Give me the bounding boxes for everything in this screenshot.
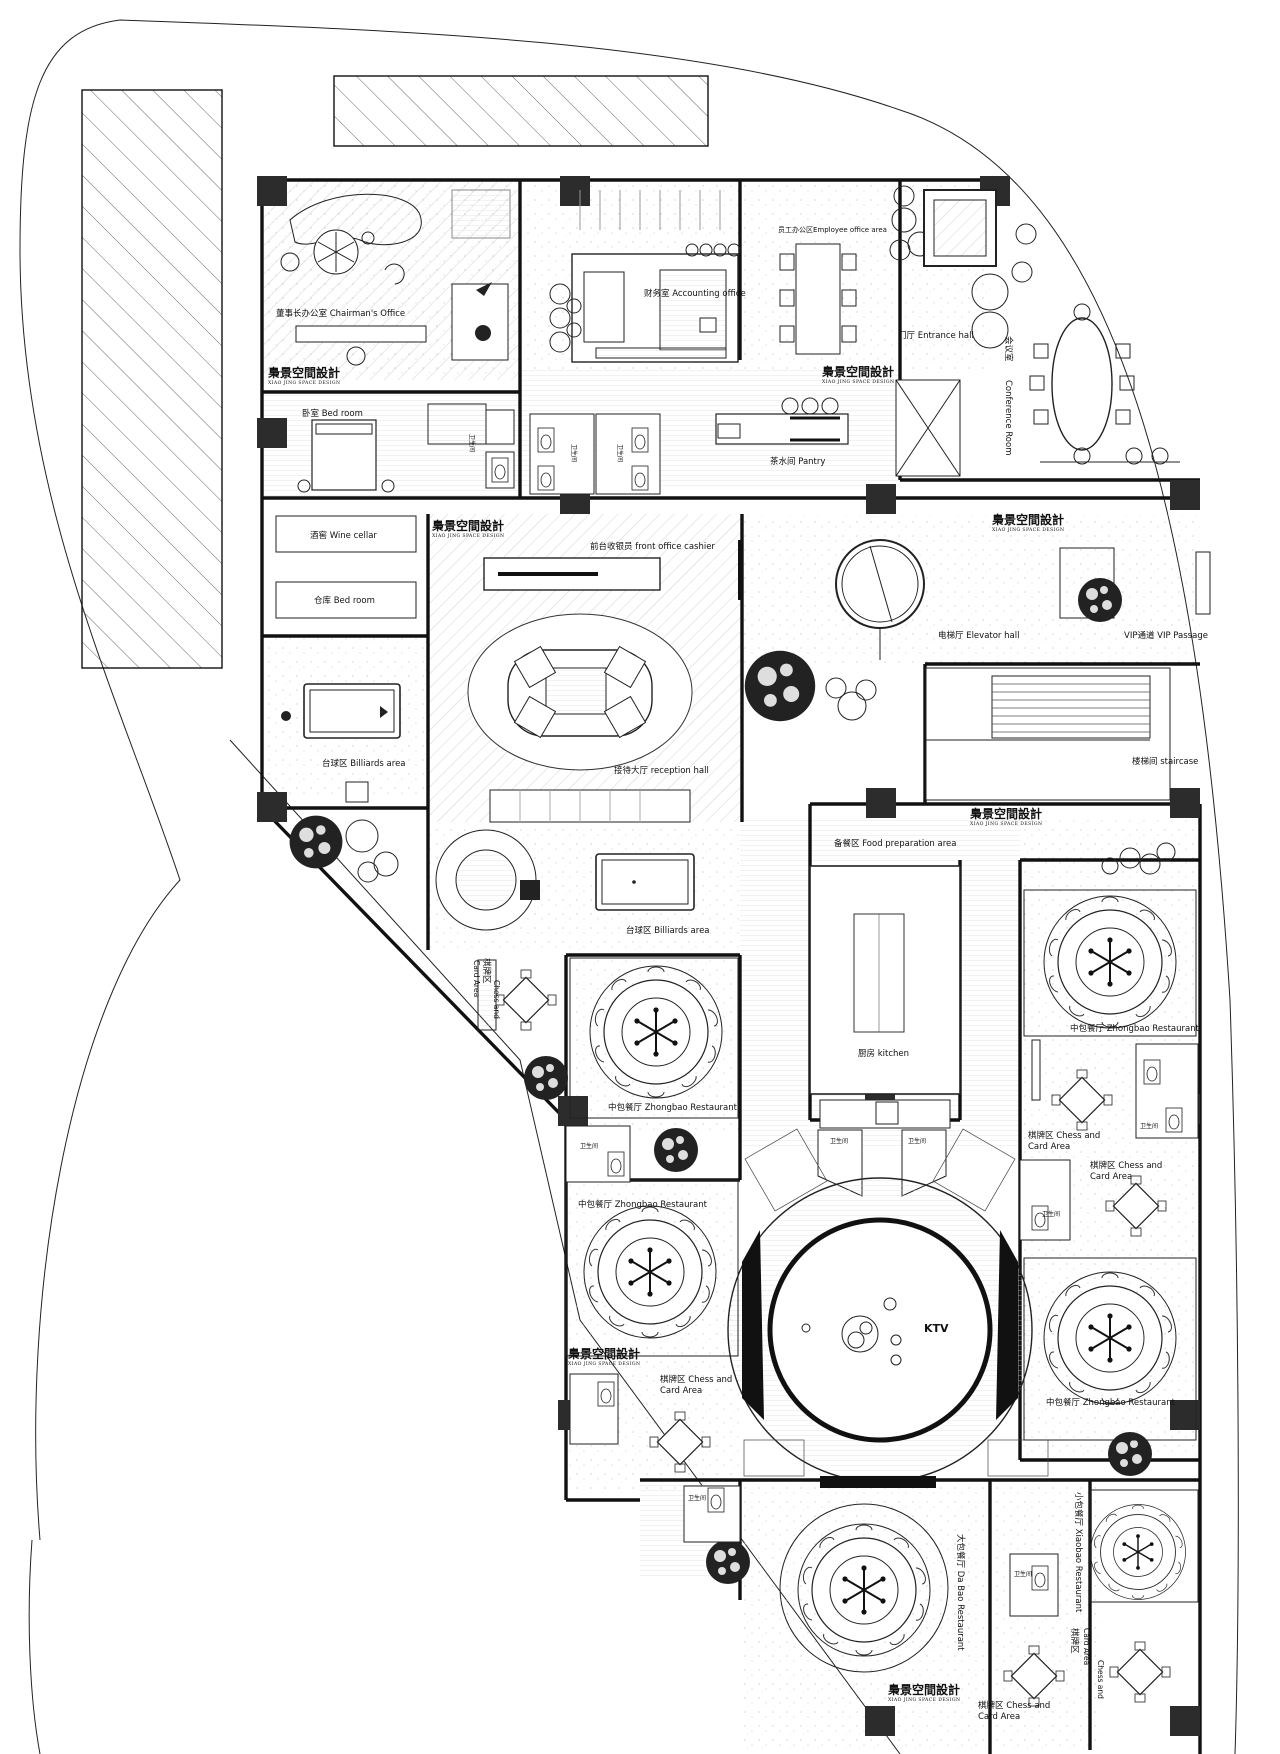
label-toilet-2: 卫生间 — [570, 444, 578, 462]
label-toilet-9: 卫生间 — [688, 1494, 706, 1502]
label-pantry: 茶水间 Pantry — [770, 456, 825, 467]
label-chess-3: 棋牌区 Chess and — [1090, 1160, 1162, 1171]
label-toilet-8: 卫生间 — [1042, 1210, 1060, 1218]
zhongbao-restaurant-2 — [565, 1179, 739, 1357]
label-reception-hall: 接待大厅 reception hall — [614, 765, 709, 776]
zhongbao-restaurant-4 — [1023, 1257, 1197, 1441]
label-chess-1-cn: 棋牌区 — [481, 958, 492, 984]
chess-card-tables — [477, 959, 1171, 1707]
ktv-room — [727, 1128, 1049, 1488]
brand-stamp-1: 梟景空間設計 XIAO JING SPACE DESIGN — [267, 365, 340, 386]
label-chess-4: 棋牌区 Chess and — [660, 1374, 732, 1385]
svg-text:XIAO JING SPACE DESIGN: XIAO JING SPACE DESIGN — [268, 380, 340, 386]
landscape-trees — [289, 650, 1176, 1584]
svg-text:XIAO JING SPACE DESIGN: XIAO JING SPACE DESIGN — [888, 1697, 960, 1703]
brand-stamp-6: 梟景空間設計 XIAO JING SPACE DESIGN — [567, 1346, 640, 1367]
label-chess-3-area: Card Area — [1090, 1172, 1132, 1182]
svg-text:XIAO JING SPACE DESIGN: XIAO JING SPACE DESIGN — [822, 379, 894, 385]
label-toilet-5: 卫生间 — [580, 1142, 598, 1150]
label-dabao: 大包餐厅 Da Bao Restaurant — [955, 1534, 966, 1651]
xiaobao-restaurant — [1089, 1489, 1199, 1603]
label-storage: 仓库 Bed room — [314, 595, 375, 606]
label-billiards-1: 台球区 Billiards area — [322, 758, 406, 769]
cellar-storage-furniture — [275, 515, 417, 619]
label-chess-2-area: Card Area — [1028, 1142, 1070, 1152]
label-conference-cn: 会议室 — [1003, 336, 1014, 362]
label-chess-1-en2: Card Area — [472, 960, 481, 997]
label-accounting-office: 财务室 Accounting office — [644, 288, 746, 299]
label-zhongbao-4: 中包餐厅 Zhongbao Restaurant — [1046, 1397, 1176, 1408]
label-entrance-hall: 门厅 Entrance hall — [898, 330, 974, 341]
label-chess-1-en: Chess and — [492, 980, 501, 1019]
svg-text:梟景空間設計: 梟景空間設計 — [567, 1346, 640, 1361]
label-chess-2: 棋牌区 Chess and — [1028, 1130, 1100, 1141]
billiards-table-2 — [435, 829, 695, 931]
zhongbao-restaurant-3 — [1023, 889, 1197, 1037]
label-chess-6: 棋牌区 Chess and — [978, 1700, 1050, 1711]
staircase — [925, 667, 1171, 801]
employee-desk — [779, 185, 1009, 355]
label-chess-4-area: Card Area — [660, 1386, 702, 1396]
kitchen-block — [809, 865, 961, 1197]
svg-text:梟景空間設計: 梟景空間設計 — [969, 806, 1042, 821]
conference-table — [1011, 223, 1180, 465]
svg-text:梟景空間設計: 梟景空間設計 — [431, 518, 504, 533]
site-boundary — [19, 19, 1239, 1754]
label-toilet-7: 卫生间 — [908, 1137, 926, 1145]
label-toilet-1: 卫生间 — [468, 434, 476, 452]
label-front-office: 前台收银员 front office cashier — [590, 541, 715, 552]
svg-text:梟景空間設計: 梟景空間設計 — [821, 364, 894, 379]
label-elevator-hall: 电梯厅 Elevator hall — [938, 630, 1019, 641]
label-chairman-office: 董事长办公室 Chairman's Office — [276, 308, 405, 319]
label-chess-6-area: Card Area — [978, 1712, 1020, 1722]
accounting-office-area — [549, 190, 741, 363]
dabao-restaurant — [779, 1503, 949, 1673]
reception-area — [467, 557, 693, 823]
label-chess-5-en2: Card Area — [1082, 1628, 1091, 1665]
svg-text:XIAO JING SPACE DESIGN: XIAO JING SPACE DESIGN — [970, 821, 1042, 827]
bedroom-furniture — [297, 379, 961, 495]
elevator-hall-furniture — [738, 539, 1211, 660]
label-toilet-6: 卫生间 — [830, 1137, 848, 1145]
label-staircase: 楼梯间 staircase — [1132, 756, 1198, 767]
brand-stamp-5: 梟景空間設計 XIAO JING SPACE DESIGN — [969, 806, 1042, 827]
label-employee-office: 员工办公区Employee office area — [778, 225, 887, 234]
billiards-table-1 — [281, 683, 401, 803]
label-toilet-3: 卫生间 — [616, 444, 624, 462]
label-vip-passage: VIP通道 VIP Passage — [1124, 630, 1208, 641]
svg-text:XIAO JING SPACE DESIGN: XIAO JING SPACE DESIGN — [992, 527, 1064, 533]
svg-text:XIAO JING SPACE DESIGN: XIAO JING SPACE DESIGN — [432, 533, 504, 539]
brand-stamp-2: 梟景空間設計 XIAO JING SPACE DESIGN — [821, 364, 894, 385]
label-kitchen: 厨房 kitchen — [858, 1048, 909, 1059]
chairman-desk-area — [280, 189, 511, 366]
label-bed-room: 卧室 Bed room — [302, 408, 363, 419]
parking-block-top — [333, 75, 709, 147]
parking-block-left — [81, 89, 223, 669]
svg-text:梟景空間設計: 梟景空間設計 — [991, 512, 1064, 527]
label-ktv: KTV — [924, 1322, 949, 1335]
toilet-blocks — [565, 1043, 1199, 1617]
svg-text:梟景空間設計: 梟景空間設計 — [267, 365, 340, 380]
label-billiards-2: 台球区 Billiards area — [626, 925, 710, 936]
label-zhongbao-1: 中包餐厅 Zhongbao Restaurant — [608, 1102, 738, 1113]
label-toilet-10: 卫生间 — [1014, 1570, 1032, 1578]
label-chess-5-en: Chess and — [1096, 1660, 1105, 1699]
svg-text:XIAO JING SPACE DESIGN: XIAO JING SPACE DESIGN — [568, 1361, 640, 1367]
label-conference-en: Conference Room — [1003, 380, 1013, 455]
label-food-prep: 备餐区 Food preparation area — [834, 838, 956, 849]
label-chess-5-cn: 棋牌区 — [1069, 1628, 1080, 1654]
brand-stamp-3: 梟景空間設計 XIAO JING SPACE DESIGN — [431, 518, 504, 539]
label-zhongbao-3: 中包餐厅 Zhongbao Restaurant — [578, 1199, 708, 1210]
label-xiaobao: 小包餐厅 Xiaobao Restaurant — [1073, 1492, 1084, 1613]
label-zhongbao-2: 中包餐厅 Zhongbao Restaurant — [1070, 1023, 1200, 1034]
label-toilet-4: 卫生间 — [1140, 1122, 1158, 1130]
label-wine-cellar: 酒窖 Wine cellar — [310, 530, 377, 541]
brand-stamp-4: 梟景空間設計 XIAO JING SPACE DESIGN — [991, 512, 1064, 533]
brand-stamp-7: 梟景空間設計 XIAO JING SPACE DESIGN — [887, 1682, 960, 1703]
svg-text:梟景空間設計: 梟景空間設計 — [887, 1682, 960, 1697]
zhongbao-restaurant-1 — [569, 957, 739, 1119]
